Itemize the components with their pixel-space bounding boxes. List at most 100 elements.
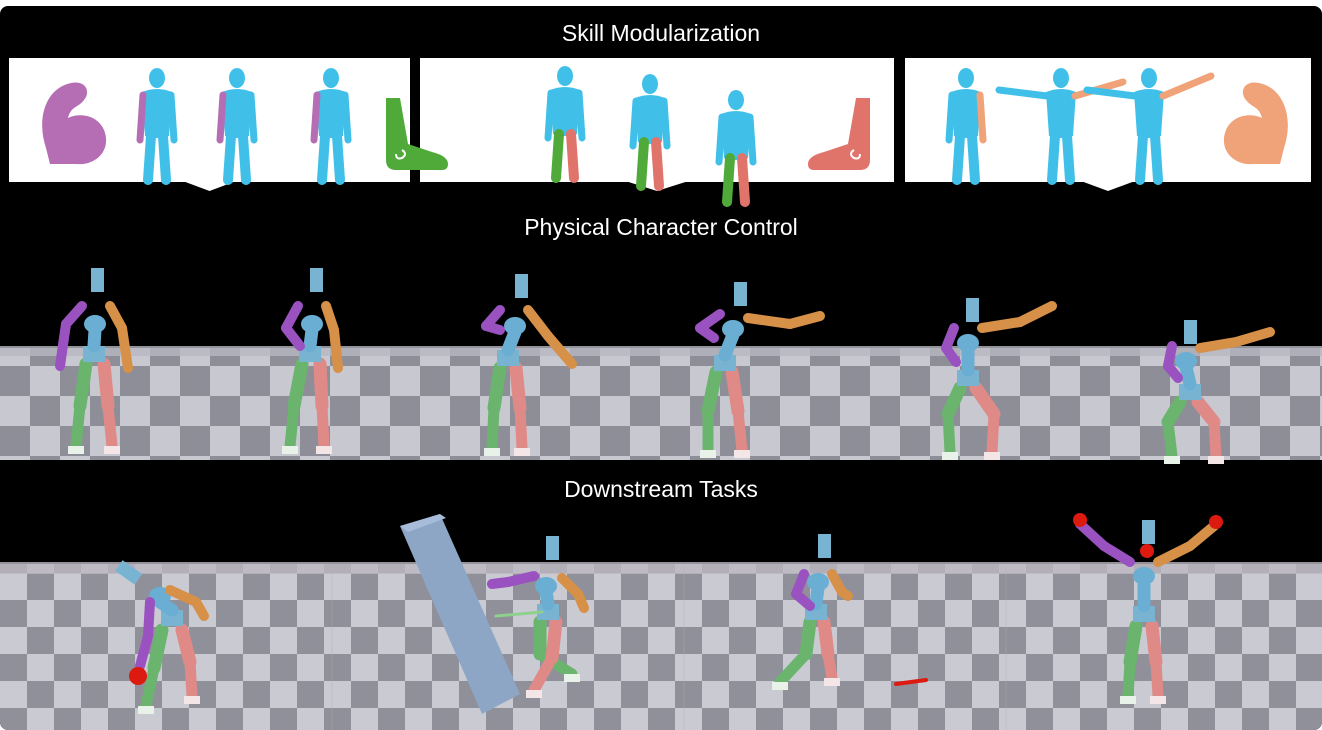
- figure-head: [642, 74, 658, 94]
- figure-torso: [1134, 89, 1164, 138]
- robot-left-thigh: [1123, 619, 1143, 669]
- right-leg-skill-icon: [808, 98, 870, 170]
- section-title-skill-modularization: Skill Modularization: [561, 20, 761, 46]
- robot-right-arm-segment: [1015, 301, 1057, 327]
- robot-pelvis: [537, 604, 559, 620]
- figure-right-arm: [341, 91, 352, 144]
- robot-left-arm-segment: [481, 321, 505, 335]
- robot-right-foot: [824, 678, 840, 686]
- robot-right-arm-segment: [1231, 327, 1275, 347]
- robot-left-thigh: [73, 357, 93, 413]
- figure-left-arm: [715, 113, 726, 166]
- robot-head: [966, 298, 979, 322]
- obstacle-block: [400, 514, 520, 714]
- humanoid-robot: [772, 534, 853, 690]
- control-frame-robot-4: [695, 282, 825, 458]
- robot-right-foot: [526, 690, 542, 698]
- robot-left-foot: [772, 682, 788, 690]
- robot-left-arm-segment: [135, 631, 153, 671]
- humanoid-robot: [487, 536, 589, 698]
- figure-torso: [951, 89, 981, 138]
- robot-left-shin: [140, 662, 160, 712]
- human-figure: [715, 90, 757, 207]
- robot-left-shin: [1162, 416, 1178, 462]
- skill-panels: [9, 58, 1311, 207]
- robot-chest: [1175, 352, 1197, 370]
- robot-head: [310, 268, 323, 292]
- robot-pelvis: [83, 346, 105, 362]
- robot-right-arm-segment: [523, 305, 553, 341]
- control-frame-robot-6: [1161, 320, 1275, 464]
- robot-left-arm-segment: [55, 319, 71, 371]
- robot-left-arm-segment: [791, 589, 815, 611]
- robot-right-arm-segment: [191, 597, 209, 621]
- robot-chest: [301, 315, 323, 333]
- robot-left-shin: [1122, 656, 1136, 702]
- human-figure: [216, 68, 258, 185]
- robot-chest: [807, 573, 829, 591]
- robot-right-arm-segment: [743, 313, 795, 329]
- robot-chest: [535, 577, 557, 595]
- robot-right-shin: [986, 408, 1000, 458]
- control-frame-robot-2: [281, 268, 343, 454]
- robot-right-thigh: [313, 357, 329, 413]
- figure-torso: [721, 111, 751, 160]
- reach-target-head: [1140, 544, 1154, 558]
- robot-right-shin: [1150, 656, 1164, 702]
- human-figure: [629, 74, 671, 191]
- figure-right-arm: [1159, 72, 1215, 100]
- control-frame-robot-3: [481, 274, 577, 456]
- figure-left-leg: [636, 137, 649, 191]
- robot-right-arm-segment: [117, 323, 133, 373]
- robot-right-shin: [822, 648, 838, 684]
- robot-right-arm-segment: [329, 325, 343, 373]
- robot-head: [734, 282, 747, 306]
- ground-horizon: [0, 346, 1322, 356]
- figure-left-leg: [722, 153, 735, 207]
- robot-head: [515, 274, 528, 298]
- section-title-downstream-tasks: Downstream Tasks: [564, 476, 758, 502]
- figure: Skill Modularization Physical Character …: [0, 6, 1322, 730]
- robot-chest: [84, 315, 106, 333]
- figure-left-arm: [544, 89, 555, 142]
- figure-right-leg: [967, 131, 980, 185]
- robot-chest: [722, 320, 744, 338]
- robot-right-arm-segment: [977, 317, 1025, 333]
- robot-right-foot: [1208, 456, 1224, 464]
- robot-pelvis: [1179, 384, 1201, 400]
- figure-scene: [0, 58, 1322, 730]
- robot-left-thigh: [701, 365, 723, 418]
- left-arm-skill-icon: [42, 82, 107, 165]
- reach-target-ball: [129, 667, 147, 685]
- robot-left-foot: [138, 706, 154, 714]
- strike-link-line: [494, 610, 544, 618]
- robot-chest: [504, 317, 526, 335]
- robot-left-shin: [942, 408, 956, 458]
- humanoid-robot: [1075, 519, 1219, 704]
- figure-left-leg: [317, 131, 330, 185]
- human-figure: [310, 68, 352, 185]
- figure-head: [728, 90, 744, 110]
- figure-left-arm: [995, 86, 1051, 100]
- robot-spine: [718, 328, 740, 362]
- robot-right-shin: [184, 656, 198, 702]
- robot-pelvis: [1133, 606, 1155, 622]
- robot-right-foot: [514, 448, 530, 456]
- robot-left-arm-segment: [1075, 519, 1109, 551]
- robot-right-arm-segment: [1195, 337, 1241, 353]
- robot-left-foot: [68, 446, 84, 454]
- robot-right-arm-segment: [573, 589, 589, 613]
- figure-right-arm: [746, 113, 757, 166]
- figure-torso: [222, 89, 252, 138]
- robot-left-foot: [282, 446, 298, 454]
- robot-right-foot: [984, 452, 1000, 460]
- robot-head: [91, 268, 104, 292]
- control-frame-robot-1: [55, 268, 133, 454]
- figure-right-arm: [167, 91, 178, 144]
- right-arm-skill-icon: [1223, 82, 1288, 165]
- robot-left-shin: [284, 400, 300, 452]
- ground-plane: [0, 348, 1322, 460]
- robot-right-thigh: [725, 365, 745, 418]
- robot-left-foot: [1164, 456, 1180, 464]
- robot-left-foot: [942, 452, 958, 460]
